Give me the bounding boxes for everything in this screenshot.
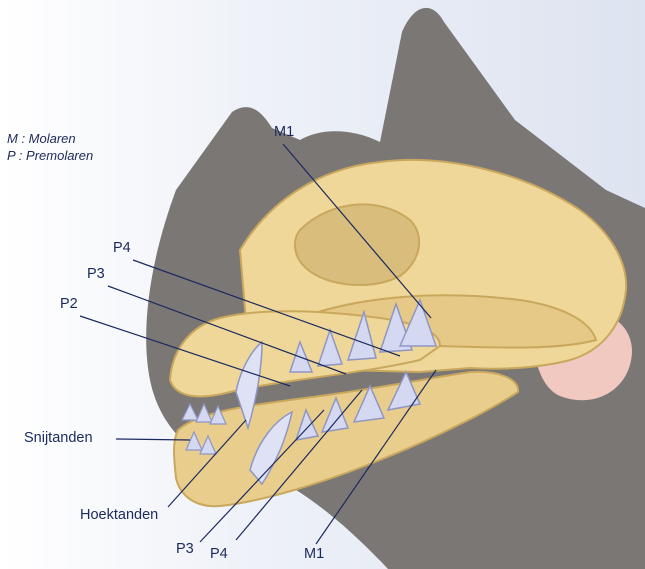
label-p3-bottom: P3: [176, 541, 194, 557]
label-incisors: Snijtanden: [24, 430, 93, 446]
label-p2: P2: [60, 296, 78, 312]
label-p4-top: P4: [113, 240, 131, 256]
legend-molars: M : Molaren: [7, 130, 93, 147]
label-p3-top: P3: [87, 266, 105, 282]
label-p4-bottom: P4: [210, 546, 228, 562]
label-m1-bottom: M1: [304, 546, 324, 562]
label-canines: Hoektanden: [80, 507, 158, 523]
label-m1-top: M1: [274, 124, 294, 140]
legend-premolars: P : Premolaren: [7, 147, 93, 164]
legend: M : Molaren P : Premolaren: [7, 130, 93, 164]
